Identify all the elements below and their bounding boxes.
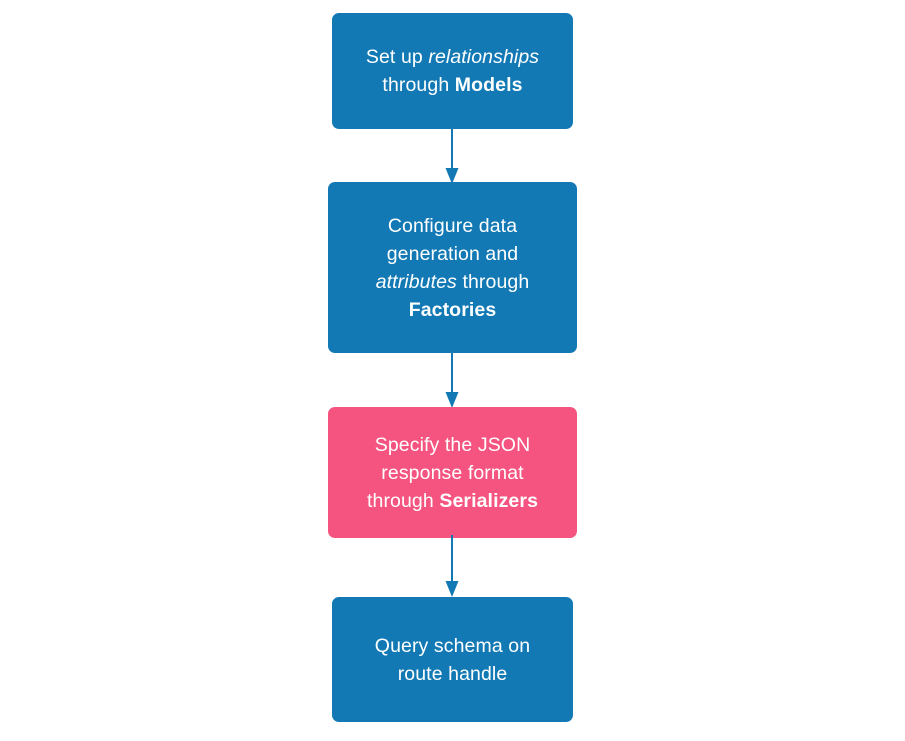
flow-edge-factories-to-serializers bbox=[445, 350, 459, 408]
arrowhead-icon bbox=[445, 392, 459, 408]
arrowhead-icon bbox=[445, 581, 459, 597]
flow-edge-models-to-factories bbox=[445, 126, 459, 184]
flow-edge-serializers-to-query bbox=[445, 535, 459, 597]
arrowhead-icon bbox=[445, 168, 459, 184]
